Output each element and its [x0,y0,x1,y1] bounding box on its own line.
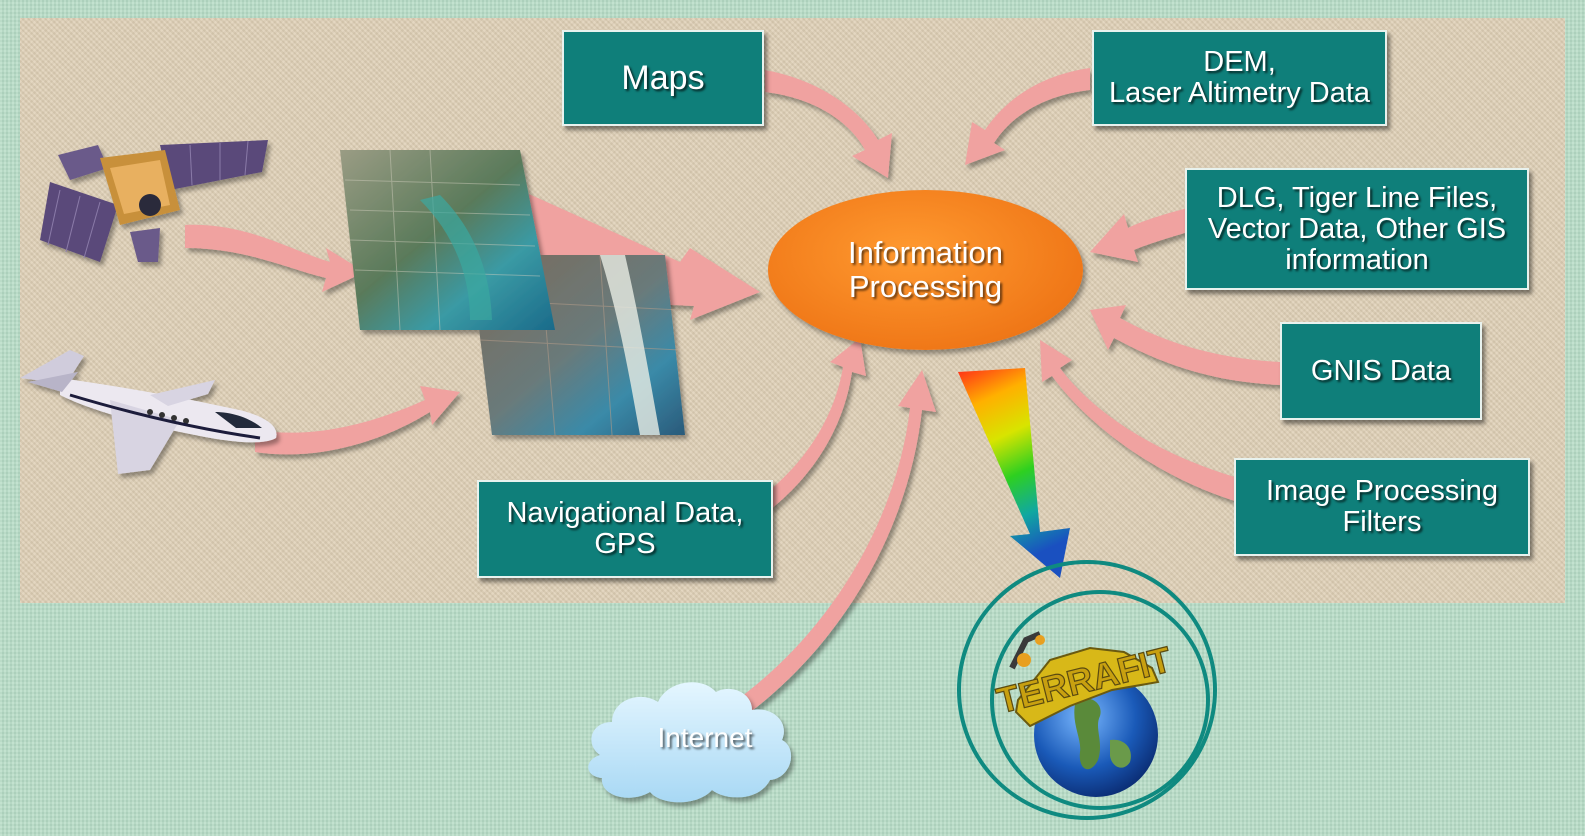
arrow-maps-to-center [765,70,892,178]
arrow-airplane-to-images [255,386,460,455]
arrow-dlg-to-center [1090,208,1188,262]
filters-label-1: Image Processing [1265,475,1499,507]
dlg-label-2: Vector Data, Other GIS [1207,212,1507,245]
dem-label-1: DEM, [1203,46,1276,78]
dem-box: DEM, Laser Altimetry Data [1092,30,1387,126]
arrow-satellite-to-images [185,224,365,292]
arrow-filters-to-center [1040,340,1238,502]
arrow-dem-to-center [965,68,1090,165]
dlg-label-1: DLG, Tiger Line Files, [1216,181,1498,214]
information-processing-node: Information Processing [768,190,1083,350]
nav-label-1: Navigational Data, [506,497,744,529]
airplane-icon [20,350,277,474]
filters-label-2: Filters [1342,506,1422,538]
arrow-internet-to-center [730,370,936,720]
cloud-icon [588,682,792,803]
arrow-nav-to-center [770,338,866,510]
satellite-icon [40,140,268,262]
globe-logo-icon [957,560,1217,820]
navigational-box: Navigational Data, GPS [477,480,773,578]
dlg-box: DLG, Tiger Line Files, Vector Data, Othe… [1185,168,1529,290]
internet-label: Internet [657,722,753,753]
nav-label-2: GPS [594,528,656,560]
center-line-2: Processing [848,269,1003,304]
aerial-image-icon [340,149,685,436]
filters-box: Image Processing Filters [1234,458,1530,556]
dem-label-2: Laser Altimetry Data [1108,77,1371,109]
gnis-box: GNIS Data [1280,322,1482,420]
arrow-gnis-to-center [1090,305,1280,385]
maps-box: Maps [562,30,764,126]
maps-label: Maps [621,58,705,97]
center-line-1: Information [847,235,1004,270]
gnis-label: GNIS Data [1310,354,1452,387]
rainbow-output-arrow [958,368,1070,578]
dlg-label-3: information [1285,243,1429,276]
